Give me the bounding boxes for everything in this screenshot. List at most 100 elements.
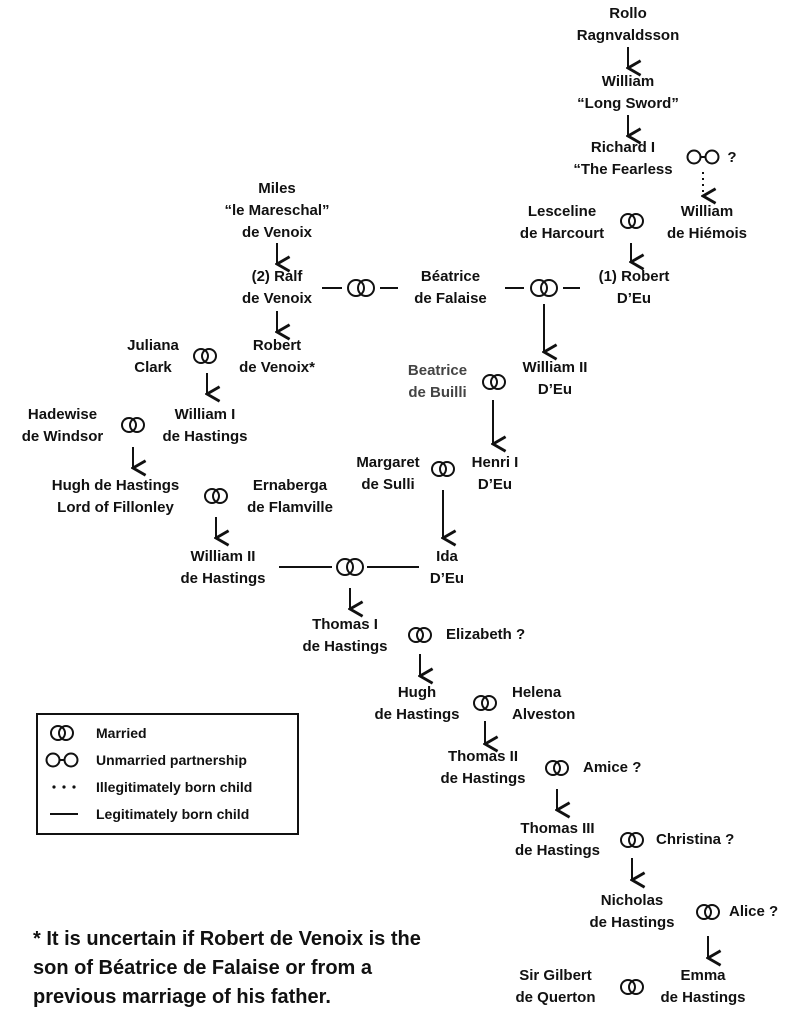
person-robert-deu: (1) Robert D’Eu xyxy=(584,266,684,310)
person-surname: de Querton xyxy=(515,989,596,1006)
person-surname: Clark xyxy=(134,359,172,376)
partner-unknown: ? xyxy=(727,149,737,166)
person-beatrice-falaise: Béatrice de Falaise xyxy=(398,266,503,310)
person-name: Ernaberga xyxy=(252,477,328,494)
person-hugh-lord: Hugh de Hastings Lord of Fillonley xyxy=(33,475,198,519)
person-surname: de Flamville xyxy=(247,499,333,516)
person-surname: de Falaise xyxy=(414,290,487,307)
person-surname: de Harcourt xyxy=(519,225,605,242)
person-surname: de Hastings xyxy=(589,914,675,931)
person-alice: Alice ? xyxy=(729,901,799,923)
person-surname: D’Eu xyxy=(616,290,652,307)
person-name: (2) Ralf xyxy=(251,268,303,285)
person-name: William II xyxy=(190,548,256,565)
person-richard-partner: ? xyxy=(722,147,742,169)
married-rings-icon xyxy=(336,558,364,576)
person-ernaberga: Ernaberga de Flamville xyxy=(235,475,345,519)
person-name: William xyxy=(601,73,655,90)
person-name: (1) Robert xyxy=(598,268,670,285)
person-surname: de Hastings xyxy=(162,428,248,445)
person-name: Thomas I xyxy=(312,616,378,633)
person-thomas-ii: Thomas II de Hastings xyxy=(428,746,538,790)
person-name: Sir Gilbert xyxy=(519,967,592,984)
footnote: * It is uncertain if Robert de Venoix is… xyxy=(33,928,421,1008)
married-rings-icon xyxy=(204,488,228,504)
person-lesceline: Lesceline de Harcourt xyxy=(507,201,617,245)
person-name: Alice ? xyxy=(729,903,779,920)
person-amice: Amice ? xyxy=(583,757,663,779)
person-name: Juliana xyxy=(127,337,179,354)
person-surname: de Windsor xyxy=(21,428,104,445)
married-rings-icon xyxy=(620,979,644,995)
person-name: Emma xyxy=(680,967,726,984)
person-william-ii-deu: William II D’Eu xyxy=(505,357,605,401)
person-william-hiemois: William de Hiémois xyxy=(657,201,757,245)
person-surname: Ragnvaldsson xyxy=(576,27,680,44)
person-name: Elizabeth ? xyxy=(446,626,526,643)
person-surname: de Hiémois xyxy=(666,225,748,242)
person-name: Henri I xyxy=(471,454,519,471)
person-epithet: “le Mareschal” xyxy=(224,202,330,219)
person-title: Lord of Fillonley xyxy=(57,499,174,516)
person-robert-venoix: Robert de Venoix* xyxy=(222,335,332,379)
person-ralf: (2) Ralf de Venoix xyxy=(222,266,332,310)
person-william-i-hastings: William I de Hastings xyxy=(150,404,260,448)
married-rings-icon xyxy=(696,904,720,920)
person-name: Rollo xyxy=(609,5,647,22)
legend-label: Unmarried partnership xyxy=(96,752,247,768)
legend-label: Legitimately born child xyxy=(96,806,250,822)
unmarried-rings-icon xyxy=(686,149,720,165)
person-emma: Emma de Hastings xyxy=(653,965,753,1009)
person-miles: Miles “le Mareschal” de Venoix xyxy=(212,178,342,244)
person-surname: de Hastings xyxy=(660,989,746,1006)
dotted-line-icon xyxy=(52,785,76,789)
person-surname: de Hastings xyxy=(302,638,388,655)
person-name: Amice ? xyxy=(583,759,642,776)
person-surname: Alveston xyxy=(512,706,576,723)
person-name: William xyxy=(680,203,734,220)
person-name: Thomas II xyxy=(447,748,518,765)
married-rings-icon xyxy=(347,279,375,297)
person-surname: de Sulli xyxy=(361,476,415,493)
person-epithet: “The Fearless xyxy=(573,161,673,178)
legend-label: Illegitimately born child xyxy=(96,779,253,795)
legend-label: Married xyxy=(96,725,147,741)
person-elizabeth: Elizabeth ? xyxy=(446,624,546,646)
person-helena: Helena Alveston xyxy=(512,682,592,726)
person-name: Hugh de Hastings xyxy=(51,477,180,494)
person-surname: de Hastings xyxy=(374,706,460,723)
person-hugh: Hugh de Hastings xyxy=(362,682,472,726)
person-name: Christina ? xyxy=(656,831,735,848)
person-surname: D’Eu xyxy=(537,381,573,398)
married-rings-icon xyxy=(545,760,569,776)
person-name: Béatrice xyxy=(420,268,481,285)
person-surname: D’Eu xyxy=(477,476,513,493)
married-rings-icon xyxy=(530,279,558,297)
person-name: Robert xyxy=(252,337,302,354)
person-richard-i: Richard I “The Fearless xyxy=(558,137,688,181)
person-surname: de Venoix xyxy=(241,224,313,241)
person-thomas-i: Thomas I de Hastings xyxy=(290,614,400,658)
person-name: Nicholas xyxy=(600,892,664,909)
married-rings-icon xyxy=(121,417,145,433)
married-rings-icon xyxy=(473,695,497,711)
person-juliana: Juliana Clark xyxy=(113,335,193,379)
person-name: Ida xyxy=(436,548,458,565)
married-rings-icon xyxy=(431,461,455,477)
person-name: Hugh xyxy=(397,684,437,701)
person-name: Miles xyxy=(258,180,296,197)
person-name: Thomas III xyxy=(520,820,595,837)
person-name: William I xyxy=(174,406,236,423)
person-name: Richard I xyxy=(590,139,656,156)
person-name: Helena xyxy=(512,684,562,701)
person-surname: de Venoix xyxy=(241,290,313,307)
person-surname: de Hastings xyxy=(514,842,601,859)
person-gilbert: Sir Gilbert de Querton xyxy=(503,965,608,1009)
legend: Married Unmarried partnership Illegitima… xyxy=(36,713,299,835)
person-william-ii-hastings: William II de Hastings xyxy=(168,546,278,590)
person-name: William II xyxy=(522,359,588,376)
person-surname: de Hastings xyxy=(440,770,526,787)
unmarried-rings-icon xyxy=(45,752,79,768)
person-name: Margaret xyxy=(356,454,420,471)
